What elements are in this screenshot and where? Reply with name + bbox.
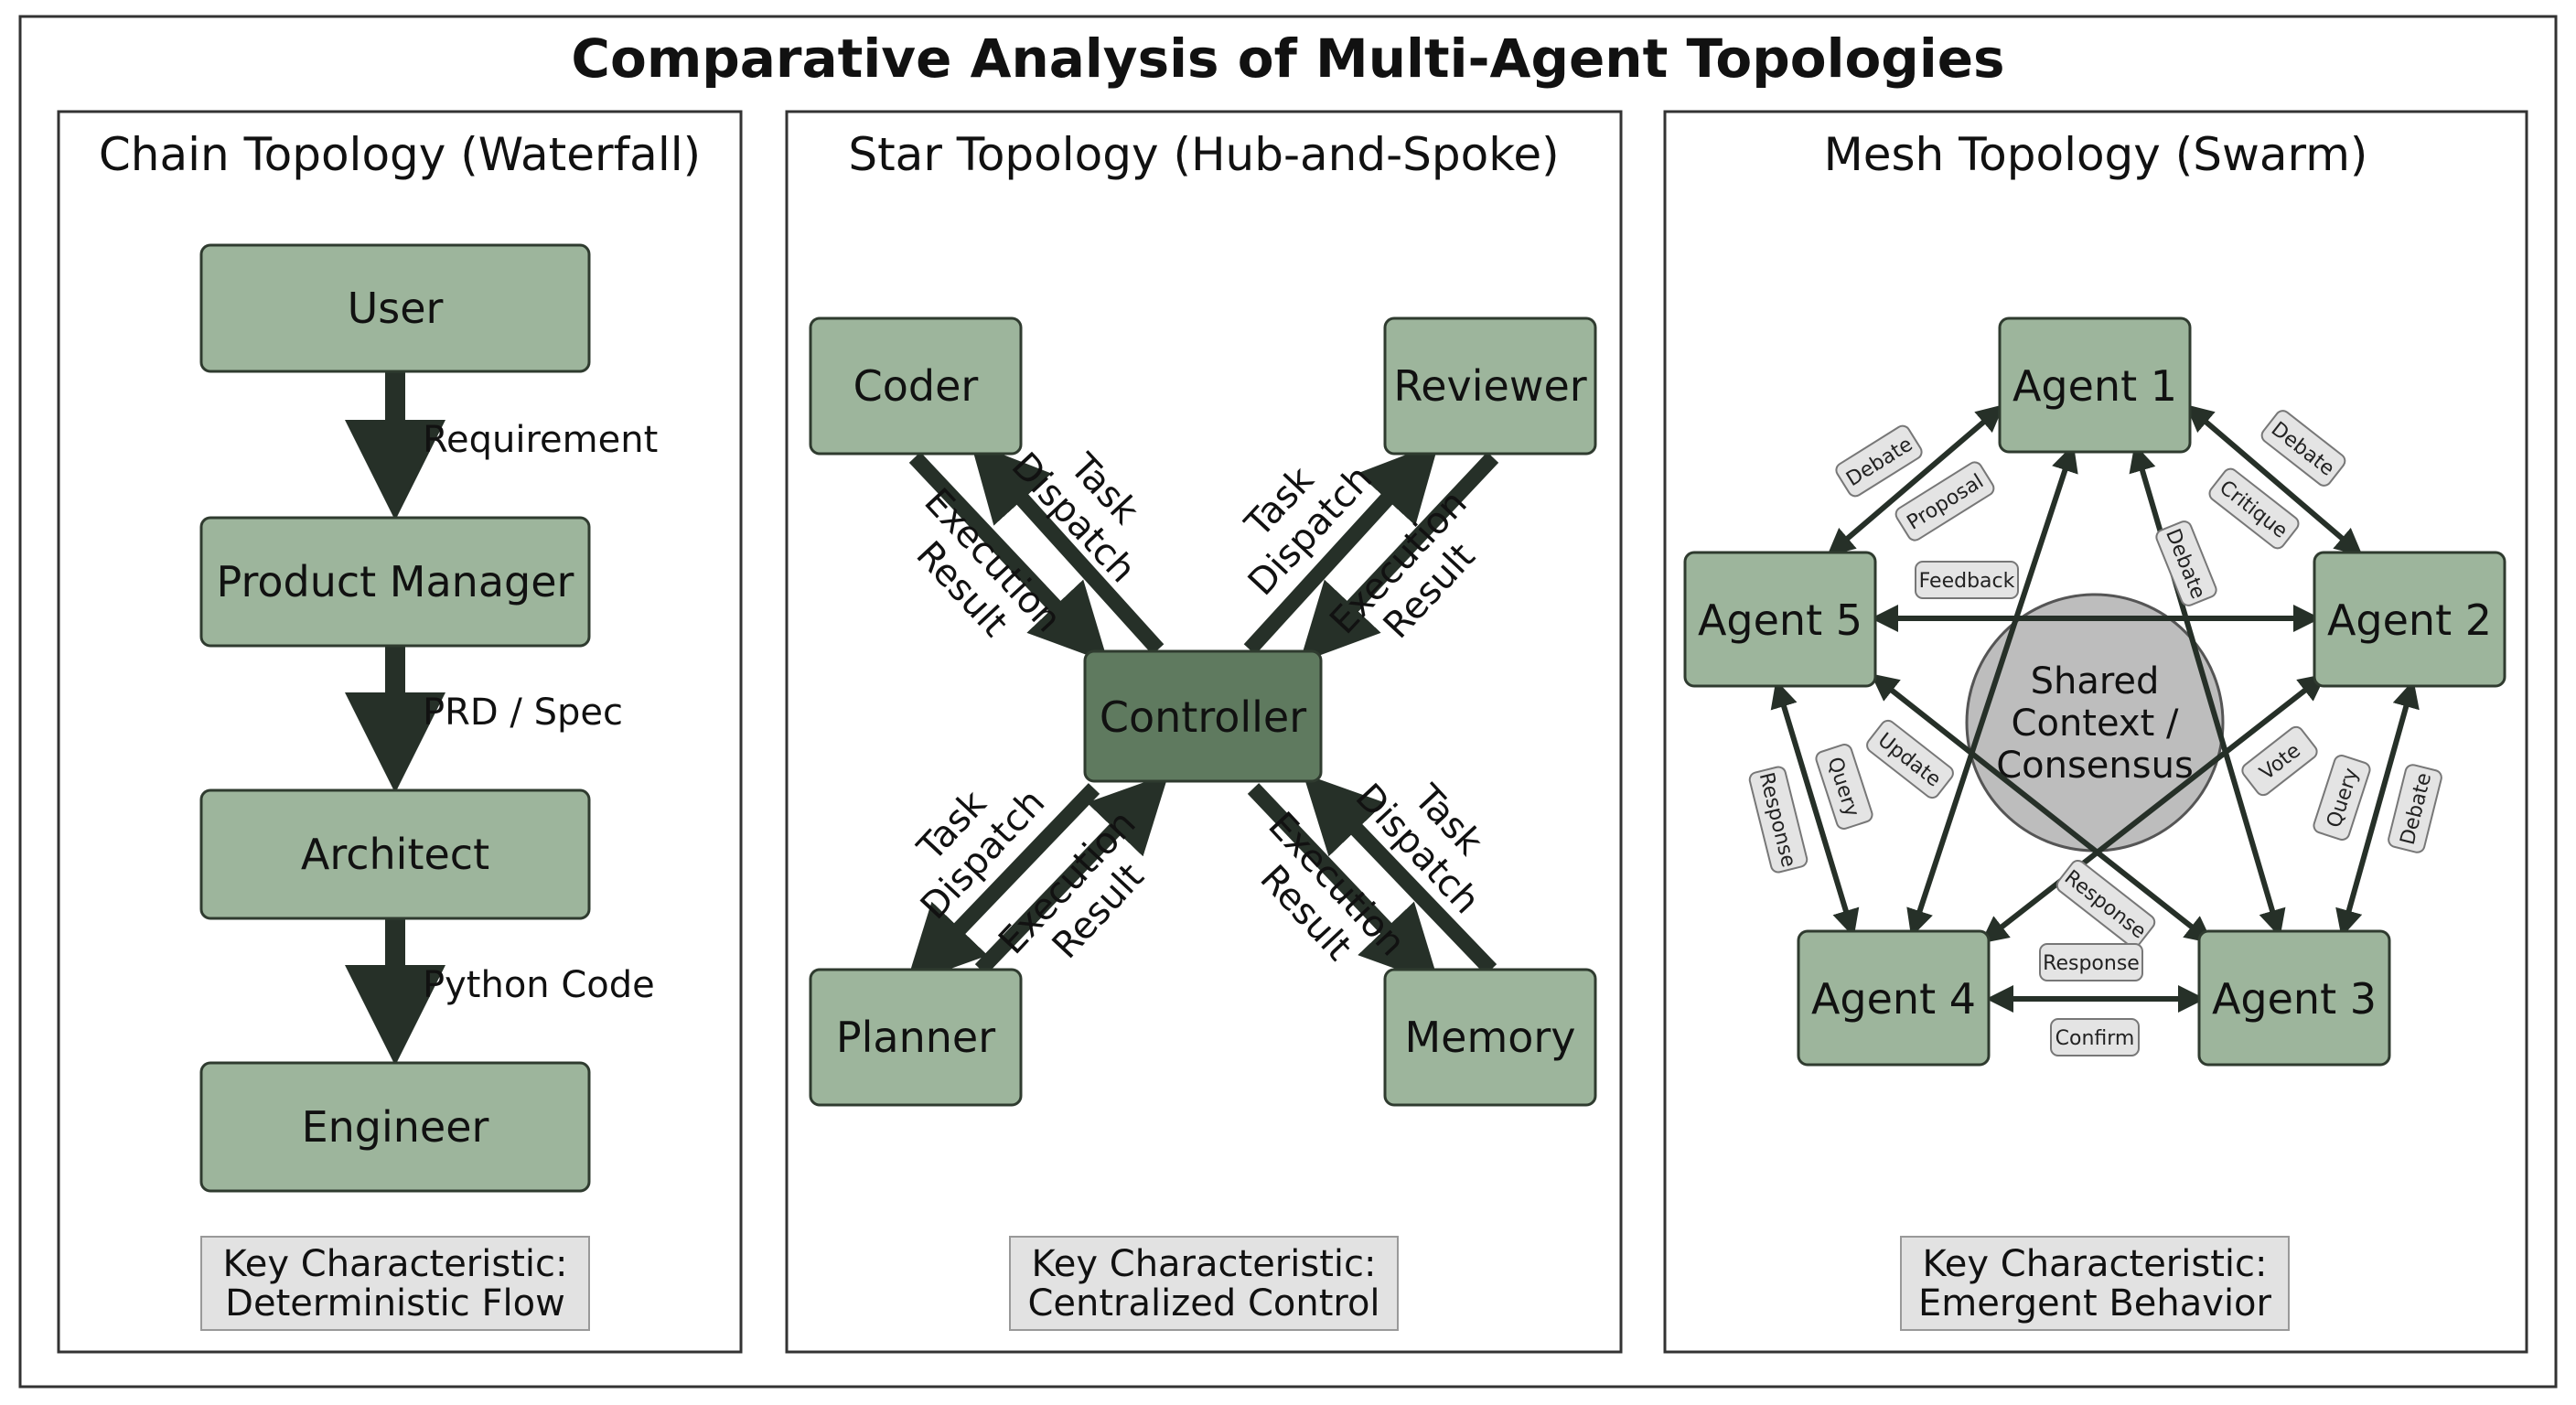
star-node-reviewer-label: Reviewer xyxy=(1393,361,1586,411)
chain-panel: Chain Topology (Waterfall) Requirement P… xyxy=(57,110,743,1354)
star-node-coder xyxy=(809,316,1023,456)
mesh-agent-4 xyxy=(1797,929,1991,1067)
mesh-bubble-confirm: Confirm xyxy=(2050,1018,2140,1056)
star-arrow-coder-dispatch xyxy=(970,442,1165,655)
star-arrow-planner-dispatch xyxy=(906,783,1100,985)
mesh-bubble-response-43: Response xyxy=(2039,943,2143,981)
mesh-agent-2-label: Agent 2 xyxy=(2327,595,2492,645)
chain-node-user xyxy=(199,243,591,373)
star-arrow-memory-result xyxy=(1247,783,1440,985)
chain-node-engineer xyxy=(199,1061,591,1193)
chain-key-box xyxy=(200,1236,590,1331)
mesh-panel: Mesh Topology (Swarm) Shared Context / C… xyxy=(1663,110,2528,1354)
svg-text:Feedback: Feedback xyxy=(1919,570,2015,593)
star-arrow-reviewer-dispatch xyxy=(1243,442,1440,655)
chain-node-product-manager xyxy=(199,516,591,648)
star-key-line2: Centralized Control xyxy=(1027,1282,1379,1325)
star-hub-controller xyxy=(1083,649,1323,783)
chain-edge-requirement: Requirement xyxy=(423,419,658,461)
mesh-agent-1 xyxy=(1998,316,2192,454)
mesh-agent-2 xyxy=(2313,551,2506,688)
star-key-box xyxy=(1009,1236,1399,1331)
mesh-shared-line2: Context / xyxy=(2012,702,2179,745)
star-node-reviewer xyxy=(1383,316,1597,456)
chain-node-user-label: User xyxy=(348,284,444,333)
star-arrow-coder-result xyxy=(908,452,1109,663)
mesh-agent-3 xyxy=(2197,929,2391,1067)
chain-key-line2: Deterministic Flow xyxy=(225,1282,565,1325)
mesh-link-2-4 xyxy=(1980,673,2327,944)
chain-node-architect xyxy=(199,788,591,920)
mesh-shared-line3: Consensus xyxy=(1996,745,2194,787)
star-node-memory-label: Memory xyxy=(1404,1013,1575,1062)
mesh-panel-title: Mesh Topology (Swarm) xyxy=(1824,128,2368,181)
chain-panel-title: Chain Topology (Waterfall) xyxy=(99,128,701,181)
chain-edge-prd: PRD / Spec xyxy=(423,692,623,734)
mesh-shared-line1: Shared xyxy=(2031,660,2160,702)
chain-node-product-manager-label: Product Manager xyxy=(217,557,574,606)
mesh-bubble-feedback: Feedback xyxy=(1915,561,2019,599)
chain-key-line1: Key Characteristic: xyxy=(223,1243,568,1285)
mesh-key-box xyxy=(1900,1236,2290,1331)
star-hub-controller-label: Controller xyxy=(1100,692,1306,742)
chain-node-engineer-label: Engineer xyxy=(302,1102,489,1152)
svg-text:Response: Response xyxy=(2043,952,2140,975)
mesh-key-line1: Key Characteristic: xyxy=(1923,1243,2268,1285)
star-panel: Star Topology (Hub-and-Spoke) Task Dispa… xyxy=(785,110,1623,1354)
svg-text:Confirm: Confirm xyxy=(2055,1027,2135,1050)
star-node-memory xyxy=(1383,968,1597,1107)
mesh-key-line2: Emergent Behavior xyxy=(1918,1282,2272,1325)
chain-edge-python: Python Code xyxy=(423,964,655,1006)
star-arrow-memory-dispatch xyxy=(1303,773,1497,975)
star-node-planner-label: Planner xyxy=(836,1013,995,1062)
mesh-link-5-4 xyxy=(1770,680,1860,938)
mesh-agent-5-label: Agent 5 xyxy=(1698,595,1862,645)
mesh-agent-3-label: Agent 3 xyxy=(2212,974,2377,1024)
star-node-coder-label: Coder xyxy=(853,361,979,411)
mesh-agent-4-label: Agent 4 xyxy=(1811,974,1976,1024)
page-title: Comparative Analysis of Multi-Agent Topo… xyxy=(571,27,2004,90)
star-arrow-planner-result xyxy=(974,773,1169,975)
mesh-agent-1-label: Agent 1 xyxy=(2012,361,2177,411)
star-panel-title: Star Topology (Hub-and-Spoke) xyxy=(848,128,1559,181)
star-key-line1: Key Characteristic: xyxy=(1032,1243,1377,1285)
mesh-link-2-3 xyxy=(2335,680,2420,938)
star-node-planner xyxy=(809,968,1023,1107)
chain-node-architect-label: Architect xyxy=(301,830,489,879)
mesh-agent-5 xyxy=(1683,551,1877,688)
star-arrow-reviewer-result xyxy=(1299,452,1499,663)
